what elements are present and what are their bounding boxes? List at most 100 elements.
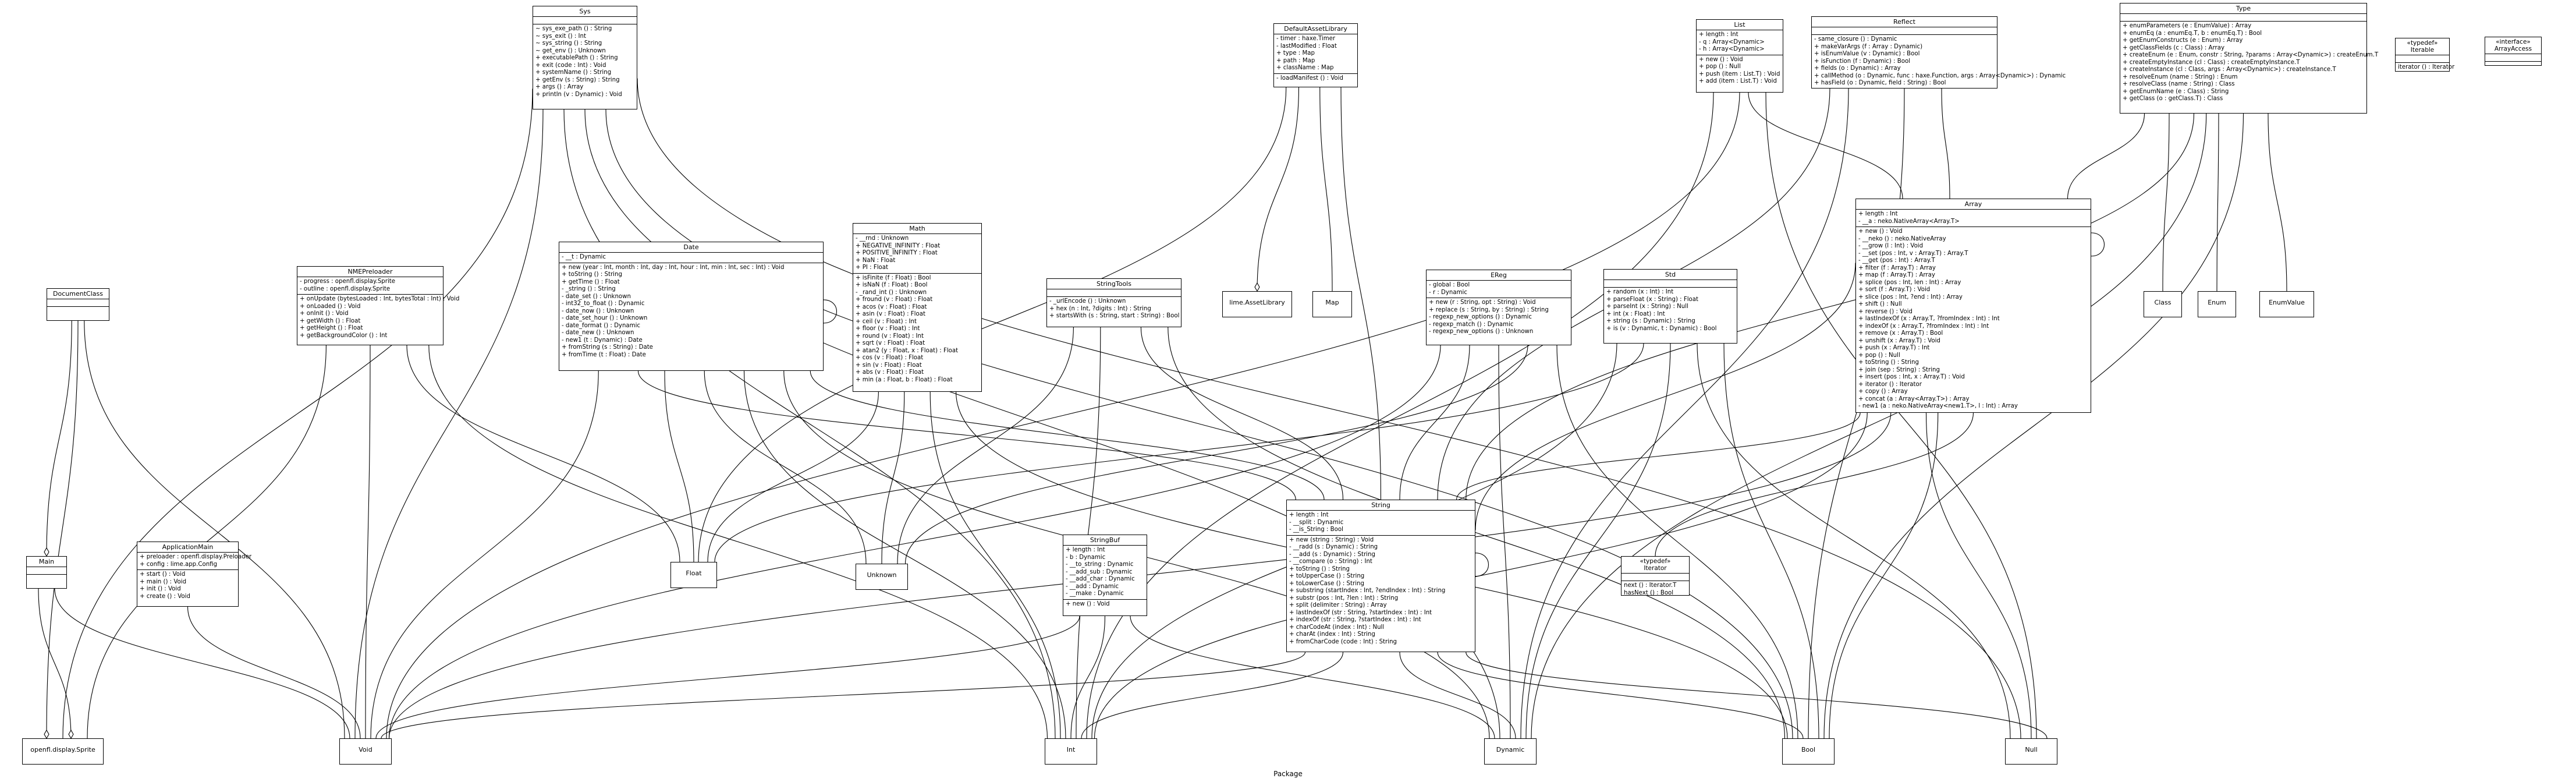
class-enum: Enum (2198, 291, 2236, 317)
class-std: Std+ random (x : Int) : Int+ parseFloat … (1603, 269, 1737, 344)
dependency-line (381, 652, 1306, 739)
operation-row: - date_new () : Unknown (562, 330, 634, 336)
operation-row: + init () : Void (140, 586, 181, 592)
attribute-row: - r : Dynamic (1429, 289, 1467, 296)
operation-row: + shift () : Null (1858, 301, 1902, 307)
operation-row: - date_format () : Dynamic (562, 322, 640, 329)
attributes-section (2120, 14, 2366, 22)
class-nmepreloader: NMEPreloader- progress : openfl.display.… (297, 266, 459, 345)
self-dependency-line (2091, 232, 2105, 257)
class-unknown: Unknown (856, 564, 908, 590)
dependency-line (904, 345, 1528, 564)
operation-row: + isEnumValue (v : Dynamic) : Bool (1814, 51, 1920, 57)
class-name: DocumentClass (47, 289, 109, 299)
class-title: Void (359, 746, 372, 753)
dependency-line (370, 370, 599, 739)
attribute-row: + length : Int (1699, 31, 1738, 38)
class-name: Map (1313, 292, 1351, 307)
aggregation-diamond (1254, 282, 1260, 292)
attributes-section (47, 299, 109, 307)
stereotype-label: «typedef» (2407, 40, 2438, 47)
class-name: Null (2006, 739, 2057, 755)
class-title: DefaultAssetLibrary (1284, 25, 1347, 33)
class-title: Enum (2208, 299, 2226, 306)
operation-row: + pop () : Null (1699, 63, 1741, 70)
attributes-section: - global : Bool- r : Dynamic (1427, 281, 1571, 298)
operation-row: - new1 (a : neko.NativeArray<new1.T>, l … (1858, 403, 2018, 409)
operation-row: + getWidth () : Float (300, 317, 361, 324)
operation-row: + parseInt (x : String) : Null (1606, 303, 1688, 310)
dependency-line (707, 391, 879, 562)
operation-row: + start () : Void (140, 571, 186, 578)
attributes-section (1812, 27, 1997, 35)
dependency-line (1829, 412, 1939, 739)
operation-row: hasNext () : Bool (1624, 589, 1674, 596)
attribute-row: - outline : openfl.display.Sprite (300, 285, 391, 292)
dependency-line (1748, 92, 1903, 199)
operation-row: + getEnumName (e : Class) : String (2123, 88, 2229, 95)
class-arrayaccess: «interface»ArrayAccess (2485, 37, 2542, 66)
class-title: openfl.display.Sprite (30, 746, 95, 753)
class-name: DefaultAssetLibrary (1274, 24, 1357, 34)
class-name: «typedef»Iterator (1621, 557, 1689, 574)
attributes-section (1621, 574, 1689, 581)
operations-section: + random (x : Int) : Int+ parseFloat (x … (1604, 288, 1737, 334)
dependency-line (1697, 343, 2011, 739)
operation-row: + getClass (o : getClass.T) : Class (2123, 95, 2223, 102)
operation-row: + push (x : Array.T) : Int (1858, 345, 1930, 351)
class-name: List (1697, 20, 1783, 30)
aggregation-diamond (68, 729, 74, 739)
attribute-row: - __split : Dynamic (1289, 519, 1344, 526)
operation-row: + isNaN (f : Float) : Bool (856, 282, 928, 288)
attribute-row: - timer : haxe.Timer (1276, 36, 1336, 42)
class-float: Float (670, 562, 717, 588)
class-title: StringBuf (1090, 536, 1120, 544)
class-title: Float (686, 569, 702, 577)
dependency-line (38, 588, 72, 739)
attribute-row: - __to_string : Dynamic (1066, 561, 1134, 568)
class-title: Unknown (867, 571, 897, 579)
operation-row: + fields (o : Dynamic) : Array (1814, 65, 1901, 72)
operation-row: - __neko () : neko.NativeArray (1858, 235, 1946, 242)
class-name: Type (2120, 3, 2366, 14)
operation-row: + args () : Array (535, 84, 584, 90)
operations-section: - same_closure () : Dynamic+ makeVarArgs… (1812, 35, 2066, 89)
operation-row: - __radd (s : Dynamic) : String (1289, 544, 1378, 550)
dependency-line (1319, 87, 1333, 292)
operation-row: + string (s : Dynamic) : String (1606, 318, 1695, 324)
operation-row: + hex (n : Int, ?digits : Int) : String (1049, 305, 1151, 312)
dependency-line (406, 345, 680, 562)
operation-row: + iterator () : Iterator (1858, 381, 1922, 388)
aggregation-diamond (44, 547, 49, 557)
class-title: Date (683, 243, 699, 251)
attribute-row: - h : Array<Dynamic> (1699, 46, 1765, 52)
class-name: StringBuf (1063, 535, 1147, 546)
dependency-line (1475, 263, 1856, 530)
operation-row: + substr (pos : Int, ?len : Int) : Strin… (1289, 595, 1399, 601)
operation-row: + atan2 (y : Float, x : Float) : Float (856, 347, 959, 354)
class-name: openfl.display.Sprite (23, 739, 103, 755)
operations-section: - _urlEncode () : Unknown+ hex (n : Int,… (1047, 297, 1181, 321)
attributes-section: + length : Int- q : Array<Dynamic>- h : … (1697, 30, 1783, 55)
operations-section: + new (r : String, opt : String) : Void+… (1427, 298, 1571, 337)
class-defaultassetlibrary: DefaultAssetLibrary- timer : haxe.Timer-… (1273, 23, 1358, 87)
class-title: Iterator (1644, 565, 1667, 572)
class-int: Int (1045, 738, 1097, 765)
operation-row: + getHeight () : Float (300, 325, 363, 331)
class-name: Class (2144, 292, 2181, 307)
dependency-line (929, 391, 1061, 739)
operation-row: + reverse () : Void (1858, 308, 1913, 315)
operation-row: - __get (pos : Int) : Array.T (1858, 257, 1935, 264)
class-title: Map (1325, 299, 1339, 306)
operation-row: + onLoaded () : Void (300, 303, 361, 310)
attribute-row: + type : Map (1276, 50, 1315, 56)
operation-row: + slice (pos : Int, ?end : Int) : Array (1858, 293, 1963, 300)
dependency-line (1823, 113, 2244, 739)
operation-row: + createInstance (cl : Class, args : Arr… (2123, 66, 2336, 73)
operation-row: + sort (f : Array.T) : Void (1858, 286, 1931, 293)
operation-row: + toString () : String (562, 271, 622, 278)
operation-row: + remove (x : Array.T) : Bool (1858, 330, 1943, 337)
dependency-line (698, 87, 1287, 562)
class-name: lime.AssetLibrary (1223, 292, 1291, 307)
